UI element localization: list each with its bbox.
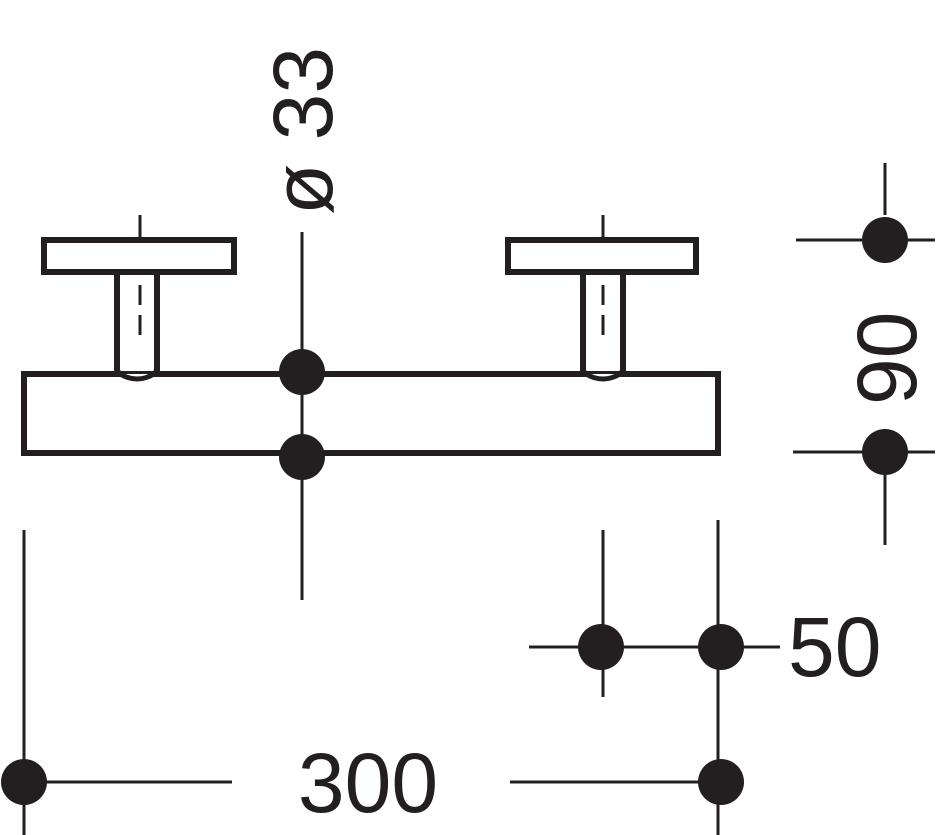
left-knob-stem [114, 269, 160, 382]
product-outline [21, 215, 721, 456]
width-arrow-left [1, 759, 47, 805]
projection-arrow-top [862, 217, 908, 263]
offset-label: 50 [788, 600, 881, 694]
width-arrow-right [698, 759, 744, 805]
offset-arrow-right [698, 624, 744, 670]
diameter-dimension: ø 33 [256, 47, 350, 600]
offset-dimension: 50 [529, 530, 881, 697]
right-knob-cap [505, 237, 699, 275]
rail-bar [21, 371, 721, 456]
left-knob-cap [41, 237, 237, 275]
projection-arrow-bottom [862, 429, 908, 475]
projection-dimension: 90 [793, 163, 935, 545]
width-dimension: 300 [1, 520, 744, 835]
width-label: 300 [298, 736, 438, 830]
projection-label: 90 [840, 312, 934, 405]
diameter-arrow-bottom [279, 434, 325, 480]
offset-arrow-left [578, 624, 624, 670]
diameter-label: ø 33 [256, 47, 350, 215]
diameter-arrow-top [279, 349, 325, 395]
